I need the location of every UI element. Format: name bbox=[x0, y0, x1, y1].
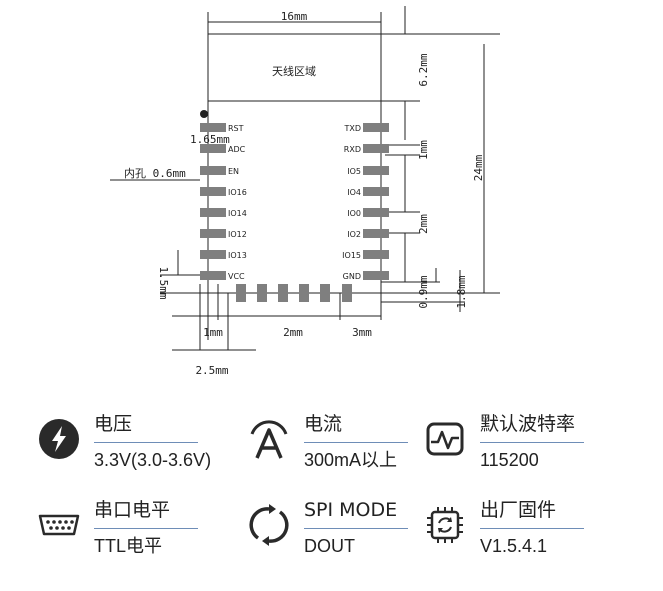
left-pad bbox=[200, 123, 226, 132]
serial-port-icon bbox=[38, 514, 80, 536]
bottom-pad bbox=[299, 284, 309, 302]
left-pin-label: IO16 bbox=[228, 188, 247, 197]
spec-label: 电压 bbox=[94, 413, 133, 435]
dim-pitch-1: 1mm bbox=[417, 140, 430, 160]
spec-divider bbox=[480, 528, 584, 529]
spec-value: V1.5.4.1 bbox=[480, 536, 548, 556]
dim-vcc-gap: 1.5mm bbox=[157, 266, 170, 299]
left-pad bbox=[200, 187, 226, 196]
spec-value: 115200 bbox=[480, 450, 539, 470]
bottom-pad bbox=[257, 284, 267, 302]
spec-baud-rate: 默认波特率 115200 bbox=[424, 412, 624, 482]
spec-divider bbox=[480, 442, 584, 443]
spec-current: 电流 300mA以上 bbox=[248, 412, 448, 482]
right-pad bbox=[363, 123, 389, 132]
dim-bottom-25: 2.5mm bbox=[195, 364, 228, 377]
right-pad bbox=[363, 208, 389, 217]
spi-mode-icon bbox=[249, 504, 289, 546]
spec-label: SPI MODE bbox=[304, 499, 398, 521]
left-pad bbox=[200, 229, 226, 238]
right-pin-label: RXD bbox=[344, 145, 361, 154]
dim-bottom-1: 1mm bbox=[203, 326, 223, 339]
left-pad bbox=[200, 144, 226, 153]
dim-pitch-2: 2mm bbox=[417, 214, 430, 234]
antenna-area bbox=[207, 33, 382, 102]
current-a-icon bbox=[250, 420, 288, 459]
dim-bottom-18: 1.8mm bbox=[455, 275, 468, 308]
spec-serial-level: 串口电平 TTL电平 bbox=[38, 498, 238, 568]
dim-bottom-2: 2mm bbox=[283, 326, 303, 339]
lightning-icon bbox=[39, 419, 79, 459]
spec-label: 电流 bbox=[304, 413, 343, 435]
antenna-label: 天线区域 bbox=[272, 64, 316, 78]
left-pin-label: IO12 bbox=[228, 230, 247, 239]
spec-value: 300mA以上 bbox=[304, 450, 398, 470]
right-pin-label: IO4 bbox=[347, 188, 361, 197]
left-pin-label: RST bbox=[228, 124, 244, 133]
left-pin-label: EN bbox=[228, 167, 239, 176]
dim-hole: 内孔 0.6mm bbox=[124, 166, 186, 180]
right-pad bbox=[363, 250, 389, 259]
right-pin-label: GND bbox=[343, 272, 361, 281]
spec-divider bbox=[304, 442, 408, 443]
dim-total-height: 24mm bbox=[472, 154, 485, 181]
dim-width: 16mm bbox=[281, 10, 308, 23]
dim-bottom-3: 3mm bbox=[352, 326, 372, 339]
spec-divider bbox=[94, 442, 198, 443]
right-pin-label: IO5 bbox=[347, 167, 361, 176]
left-pad bbox=[200, 271, 226, 280]
right-pin-label: IO2 bbox=[347, 230, 361, 239]
spec-spi-mode: SPI MODE DOUT bbox=[248, 498, 448, 568]
firmware-icon bbox=[427, 507, 463, 543]
spec-firmware: 出厂固件 V1.5.4.1 bbox=[424, 498, 624, 568]
bottom-pad bbox=[236, 284, 246, 302]
right-pin-label: TXD bbox=[343, 124, 361, 133]
dim-bottom-09: 0.9mm bbox=[417, 275, 430, 308]
spec-voltage: 电压 3.3V(3.0-3.6V) bbox=[38, 412, 238, 482]
dim-antenna: 6.2mm bbox=[417, 53, 430, 86]
spec-label: 默认波特率 bbox=[480, 413, 576, 435]
spec-value: TTL电平 bbox=[94, 536, 163, 556]
left-pin-label: IO13 bbox=[228, 251, 247, 260]
bottom-pad bbox=[278, 284, 288, 302]
left-pad bbox=[200, 166, 226, 175]
bottom-pad bbox=[342, 284, 352, 302]
right-pad bbox=[363, 271, 389, 280]
spec-label: 出厂固件 bbox=[480, 499, 557, 521]
spec-divider bbox=[304, 528, 408, 529]
spec-label: 串口电平 bbox=[94, 499, 171, 521]
pin1-marker bbox=[200, 110, 208, 118]
spec-divider bbox=[94, 528, 198, 529]
right-pad bbox=[363, 187, 389, 196]
dim-top-gap: 1.65mm bbox=[190, 133, 230, 146]
right-pad bbox=[363, 144, 389, 153]
right-pin-label: IO15 bbox=[342, 251, 361, 260]
bottom-pad bbox=[320, 284, 330, 302]
left-pin-label: ADC bbox=[228, 145, 246, 154]
right-pin-label: IO0 bbox=[347, 209, 361, 218]
left-pin-label: VCC bbox=[228, 272, 245, 281]
right-pad bbox=[363, 166, 389, 175]
module-dimension-diagram: RST ADC EN IO16 IO14 IO12 IO13 VCC TXD R… bbox=[110, 6, 500, 377]
left-pad bbox=[200, 208, 226, 217]
baud-rate-icon bbox=[426, 422, 464, 456]
spec-value: DOUT bbox=[304, 536, 355, 556]
spec-value: 3.3V(3.0-3.6V) bbox=[94, 450, 212, 470]
left-pin-label: IO14 bbox=[228, 209, 247, 218]
right-pad bbox=[363, 229, 389, 238]
left-pad bbox=[200, 250, 226, 259]
